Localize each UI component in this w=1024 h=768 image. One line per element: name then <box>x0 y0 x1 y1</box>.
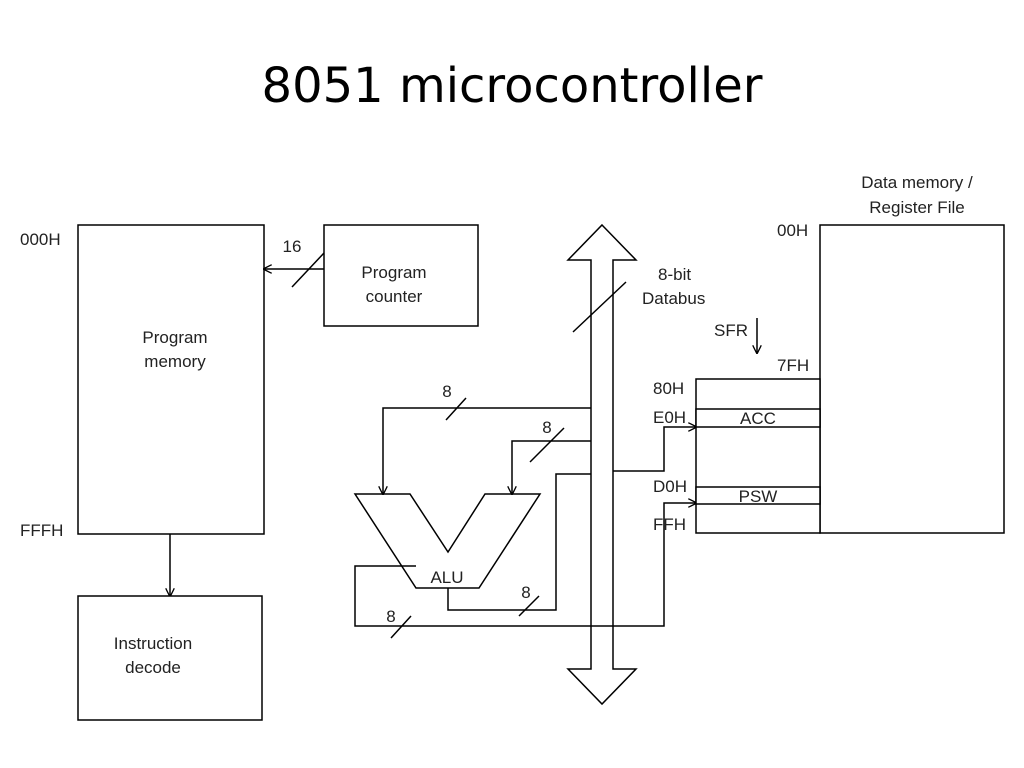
bus-to-acc <box>613 427 696 472</box>
alu-flags-slash <box>390 615 412 639</box>
sfr-addr-80: 80H <box>653 379 684 398</box>
program-memory-start-address: 000H <box>20 230 61 249</box>
alu-input-b-slash <box>529 427 565 463</box>
acc-label: ACC <box>740 409 776 428</box>
data-memory-addr-7f: 7FH <box>777 356 809 375</box>
sfr-addr-e0: E0H <box>653 408 686 427</box>
program-counter-label-1: Program <box>361 263 426 282</box>
sfr-block <box>695 378 821 534</box>
program-memory-label-1: Program <box>142 328 207 347</box>
instruction-decode-label-1: Instruction <box>114 634 192 653</box>
data-memory-title-1: Data memory / <box>861 173 973 192</box>
psw-register <box>695 486 821 505</box>
alu-input-a-slash <box>445 397 467 421</box>
bus-to-alu-input-b <box>512 440 591 494</box>
program-counter-label-2: counter <box>366 287 423 306</box>
sfr-label: SFR <box>714 321 748 340</box>
databus-width-slash <box>572 281 627 333</box>
databus-label-2: Databus <box>642 289 705 308</box>
program-counter-block <box>323 224 479 327</box>
databus-arrow <box>566 223 638 706</box>
pc-bus-width-label: 16 <box>283 237 302 256</box>
alu-input-a-width: 8 <box>442 382 451 401</box>
sfr-addr-ff: FFH <box>653 515 686 534</box>
sfr-addr-d0: D0H <box>653 477 687 496</box>
instruction-decode-block <box>77 595 263 721</box>
instruction-decode-label-2: decode <box>125 658 181 677</box>
data-memory-block <box>819 224 1005 534</box>
alu-label: ALU <box>430 568 463 587</box>
alu-input-b-width: 8 <box>542 418 551 437</box>
program-memory-block <box>77 224 265 535</box>
alu-output-width: 8 <box>521 583 530 602</box>
acc-register <box>695 408 821 428</box>
alu-flags-width: 8 <box>386 607 395 626</box>
alu-output-to-bus <box>447 473 591 611</box>
bus-to-alu-input-a <box>383 407 591 494</box>
psw-label: PSW <box>739 487 778 506</box>
alu-output-slash <box>518 595 540 617</box>
pc-bus-width-slash <box>291 252 325 288</box>
data-memory-title-2: Register File <box>869 198 964 217</box>
program-memory-label-2: memory <box>144 352 206 371</box>
program-memory-end-address: FFFH <box>20 521 63 540</box>
databus-label-1: 8-bit <box>658 265 691 284</box>
alu-flags-to-psw <box>354 503 696 627</box>
data-memory-addr-00: 00H <box>777 221 808 240</box>
page-title: 8051 microcontroller <box>261 58 763 114</box>
